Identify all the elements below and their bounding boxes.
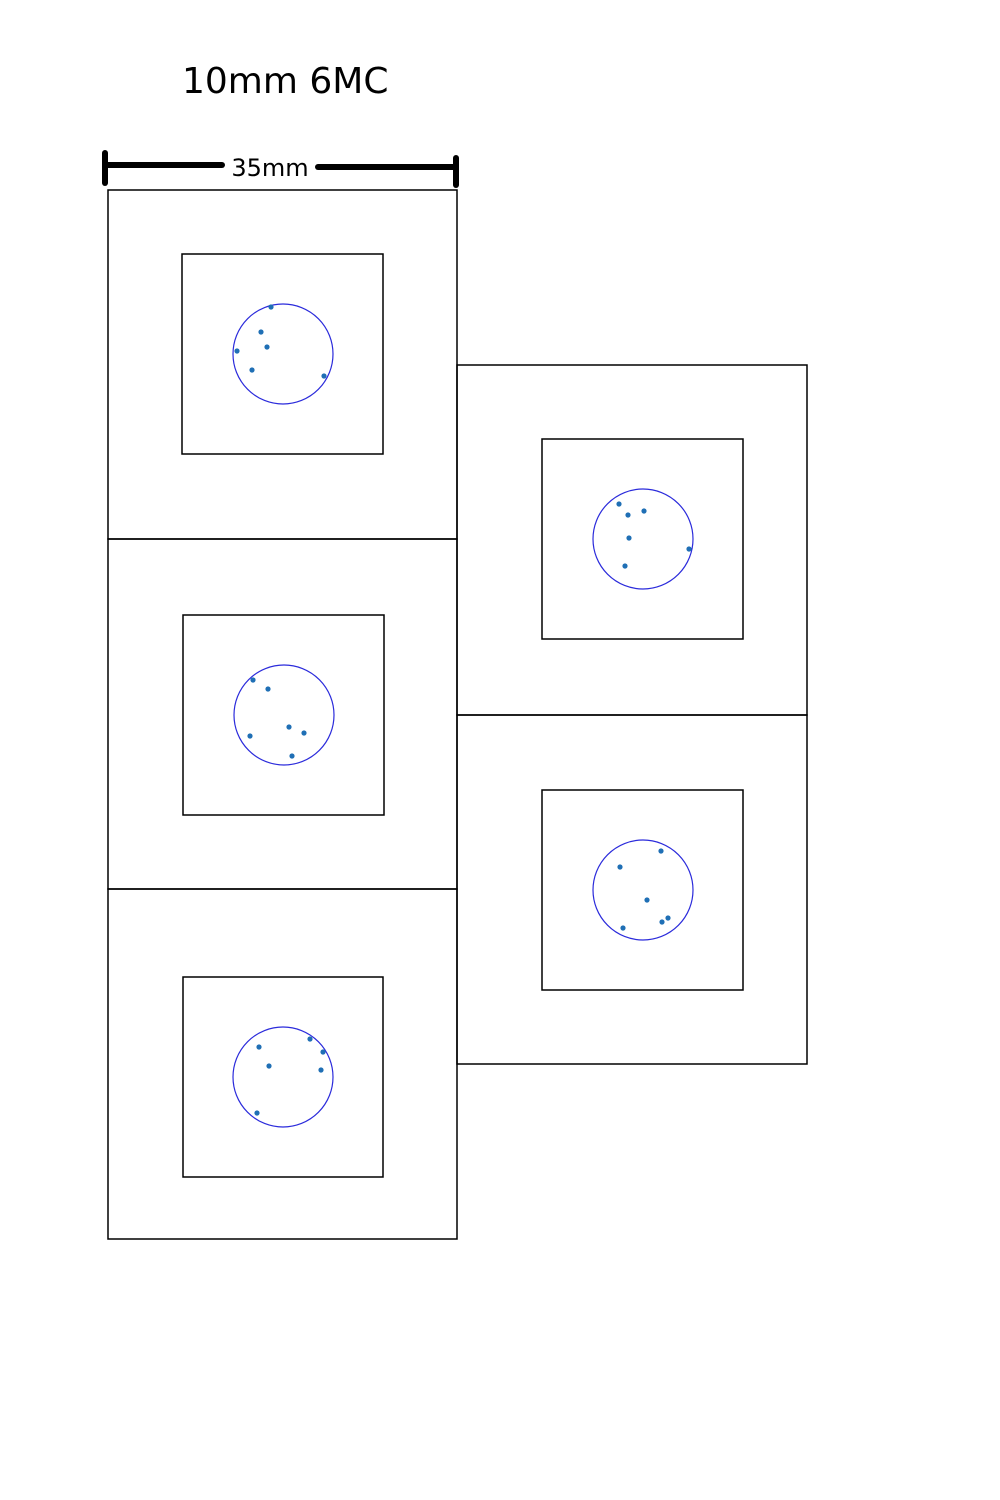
panel-middle-left	[107, 538, 458, 890]
outer-square	[456, 364, 808, 716]
inner-square	[181, 253, 384, 455]
sample-dot	[641, 508, 647, 514]
sample-dot	[249, 367, 255, 373]
sample-dot	[266, 1063, 272, 1069]
sample-dot	[264, 344, 270, 350]
outer-square	[107, 538, 458, 890]
sample-dot	[616, 501, 622, 507]
panel-lower-right	[456, 714, 808, 1065]
sample-dot	[620, 925, 626, 931]
inner-square	[182, 976, 384, 1178]
specimen-circle	[232, 1026, 334, 1128]
sample-dot	[686, 546, 692, 552]
sample-dot	[665, 915, 671, 921]
panel-upper-right	[456, 364, 808, 716]
specimen-circle	[232, 303, 334, 405]
sample-dot	[247, 733, 253, 739]
sample-dot	[234, 348, 240, 354]
outer-square	[456, 714, 808, 1065]
sample-dot	[256, 1044, 262, 1050]
sample-dot	[320, 1049, 326, 1055]
specimen-circle	[233, 664, 335, 766]
scale-bar-label: 35mm	[231, 154, 308, 182]
specimen-circle	[592, 839, 694, 941]
specimen-circle	[592, 488, 694, 590]
sample-dot	[625, 512, 631, 518]
scale-bar: 35mm	[102, 150, 459, 188]
sample-dot	[265, 686, 271, 692]
sample-dot	[307, 1036, 313, 1042]
panel-top-left	[107, 189, 458, 540]
sample-dot	[250, 677, 256, 683]
diagram-title: 10mm 6MC	[182, 61, 389, 102]
sample-dot	[258, 329, 264, 335]
inner-square	[541, 789, 744, 991]
inner-square	[541, 438, 744, 640]
sample-dot	[289, 753, 295, 759]
sample-dot	[268, 304, 274, 310]
sample-dot	[659, 919, 665, 925]
sample-dot	[254, 1110, 260, 1116]
sample-dot	[321, 373, 327, 379]
sample-dot	[658, 848, 664, 854]
outer-square	[107, 189, 458, 540]
panel-bottom-left	[107, 888, 458, 1240]
sample-dot	[626, 535, 632, 541]
sample-dot	[644, 897, 650, 903]
sample-dot	[301, 730, 307, 736]
sample-dot	[622, 563, 628, 569]
sample-dot	[617, 864, 623, 870]
sample-dot	[286, 724, 292, 730]
inner-square	[182, 614, 385, 816]
sample-dot	[318, 1067, 324, 1073]
outer-square	[107, 888, 458, 1240]
